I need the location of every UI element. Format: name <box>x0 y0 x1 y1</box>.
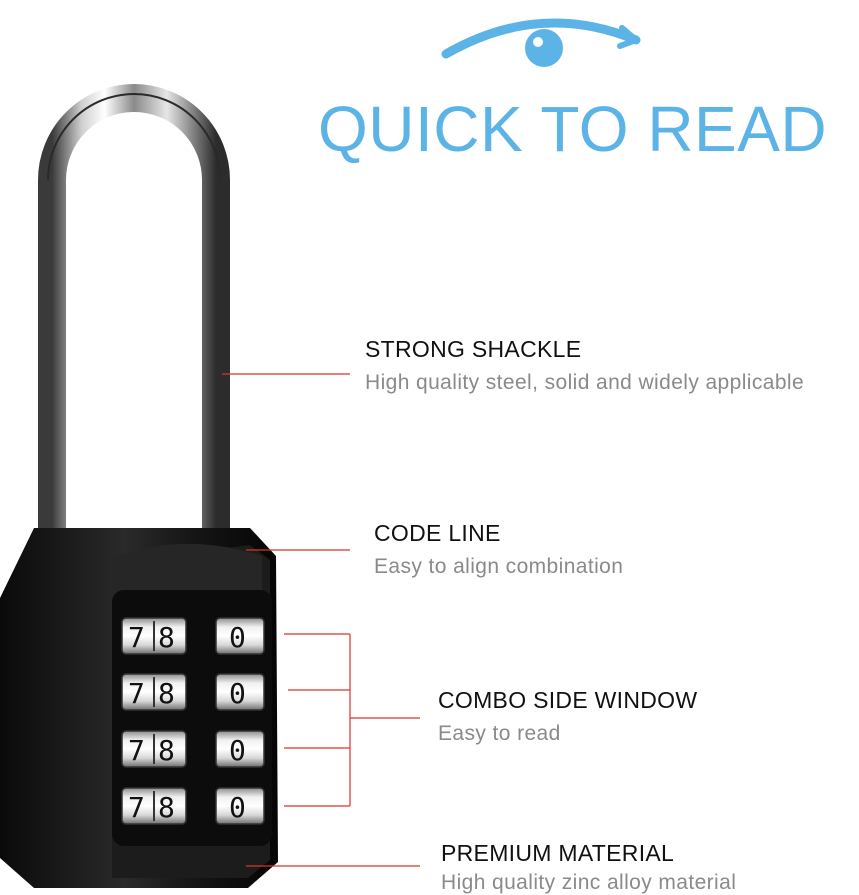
dial-digit: 7 <box>128 791 145 824</box>
callout-title: PREMIUM MATERIAL <box>441 840 675 866</box>
dial-digit: 8 <box>158 791 175 824</box>
callout-title: COMBO SIDE WINDOW <box>438 687 698 713</box>
dial-digit: 0 <box>229 791 246 824</box>
callout-lines <box>222 373 420 867</box>
callout-description: Easy to align combination <box>374 555 624 578</box>
dial-digit: 8 <box>158 621 175 654</box>
dial-row: 7 8 0 <box>121 617 265 655</box>
callout-description: Easy to read <box>438 722 561 745</box>
callout-title: STRONG SHACKLE <box>365 336 582 362</box>
callout-strong-shackle: STRONG SHACKLE High quality steel, solid… <box>365 336 804 395</box>
dial-digit: 0 <box>229 734 246 767</box>
dial-row: 7 8 0 <box>121 673 265 711</box>
dial-row: 7 8 0 <box>121 787 265 825</box>
dial-digit: 8 <box>158 677 175 710</box>
callout-title: CODE LINE <box>374 520 501 546</box>
callout-code-line: CODE LINE Easy to align combination <box>374 520 623 579</box>
callout-premium-material: PREMIUM MATERIAL High quality zinc alloy… <box>441 840 736 895</box>
dial-digit: 0 <box>229 621 246 654</box>
dial-digit: 7 <box>128 734 145 767</box>
dial-digit: 0 <box>229 677 246 710</box>
shackle <box>38 84 230 545</box>
headline: QUICK TO READ <box>318 93 828 165</box>
dial-digit: 7 <box>128 677 145 710</box>
eye-icon <box>441 18 641 67</box>
dial-digit: 8 <box>158 734 175 767</box>
callout-description: High quality zinc alloy material <box>441 871 737 894</box>
combination-dials: 7 8 0 7 8 0 7 8 0 <box>121 617 265 825</box>
callout-description: High quality steel, solid and widely app… <box>365 371 805 394</box>
dial-digit: 7 <box>128 621 145 654</box>
callout-combo-side-window: COMBO SIDE WINDOW Easy to read <box>438 687 697 746</box>
dial-row: 7 8 0 <box>121 730 265 768</box>
